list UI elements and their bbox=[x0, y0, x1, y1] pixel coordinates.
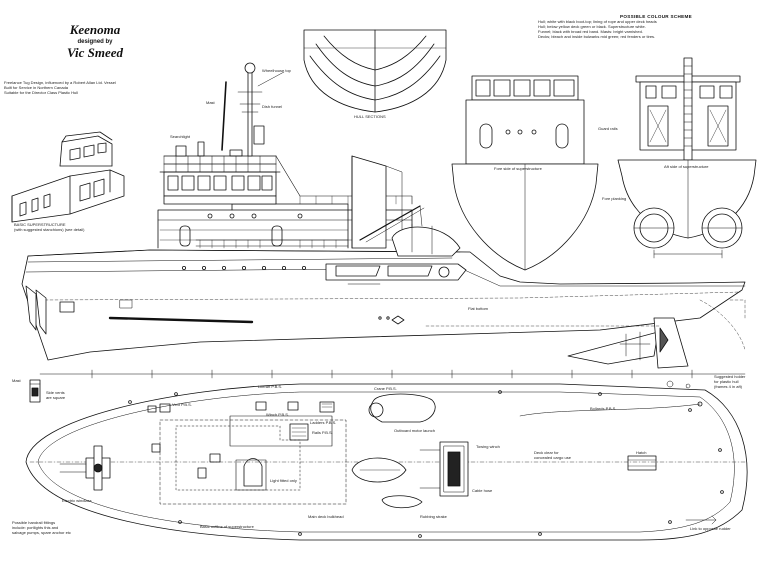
label-mast: Mast bbox=[206, 100, 215, 105]
colour-scheme-line: Decks; bleach and inside bulwarks mid gr… bbox=[538, 34, 656, 39]
colour-scheme-heading: POSSIBLE COLOUR SCHEME bbox=[620, 14, 692, 19]
title-block: Keenoma designed by Vic Smeed bbox=[40, 22, 150, 61]
description-line: Suitable for the Director Class Plastic … bbox=[4, 90, 79, 95]
hull-sections-drawing bbox=[303, 29, 447, 113]
label-hull-sections: HULL SECTIONS bbox=[354, 114, 386, 119]
label-light-fitted: Light fitted only bbox=[270, 478, 297, 483]
description-line: Freelance Tug Design, influenced by a Ro… bbox=[4, 80, 116, 85]
label-fore-side: Fore side of superstructure bbox=[494, 166, 542, 171]
label-liferaft: Liferaft P.B.S. bbox=[258, 384, 283, 389]
label-vent: Vent P.B.S. bbox=[172, 402, 192, 407]
label-bollards: Bollards P.B.S. bbox=[590, 406, 617, 411]
label-hatch: Hatch bbox=[636, 450, 647, 455]
colour-scheme-line: Funnel; black with broad red band. Masts… bbox=[538, 29, 643, 34]
profile-elevation bbox=[21, 62, 746, 379]
label-basic-superstructure: BASIC SUPERSTRUCTURE (with suggested sta… bbox=[14, 222, 85, 232]
label-outboard-launch: Outboard motor launch bbox=[394, 428, 435, 433]
plan-title: Keenoma bbox=[69, 22, 121, 37]
label-guard-rails: Guard rails bbox=[598, 126, 618, 131]
colour-scheme-block: POSSIBLE COLOUR SCHEME Hull; white with … bbox=[538, 14, 774, 39]
description-line: Built for Service in Northern Canada bbox=[4, 85, 69, 90]
label-link-to-rudder: Link to opposite rudder bbox=[690, 526, 731, 531]
mast-detail bbox=[29, 379, 41, 403]
label-winch: Winch P.B.S. bbox=[266, 412, 290, 417]
label-crane: Crane P.B.S. bbox=[374, 386, 397, 391]
label-flat-bottom: Flat bottom bbox=[468, 306, 489, 311]
label-aft-side: Aft side of superstructure bbox=[664, 164, 709, 169]
label-rubbing-strake: Rubbing strake bbox=[420, 514, 447, 519]
porthole-icon bbox=[685, 383, 691, 389]
label-dish-funnel: Dish funnel bbox=[262, 104, 283, 109]
designer-name: Vic Smeed bbox=[67, 45, 123, 60]
description-block: Freelance Tug Design, influenced by a Ro… bbox=[4, 80, 134, 95]
label-fore-planking: Fore planking bbox=[602, 196, 627, 201]
label-basic-outline: Basic outline of superstructure bbox=[200, 524, 254, 529]
label-suggested-holder: Suggested holder for plastic hull (frame… bbox=[714, 374, 746, 389]
basic-superstructure-perspective bbox=[11, 131, 125, 223]
label-wheelhouse-top: Wheelhouse top bbox=[262, 68, 291, 73]
label-ladders: Ladders P.B.S. bbox=[310, 420, 337, 425]
label-mast-detail: Mast bbox=[12, 378, 21, 383]
label-deck-clear: Deck clear for concealed cargo use bbox=[534, 450, 571, 460]
label-searchlight: Searchlight bbox=[170, 134, 191, 139]
designed-by: designed by bbox=[77, 39, 113, 45]
label-cable-hose: Cable hose bbox=[472, 488, 493, 493]
label-main-deck-bulkhead: Main deck bulkhead bbox=[308, 514, 344, 519]
label-towing-winch: Towing winch bbox=[476, 444, 500, 449]
label-possible-handrail: Possible handrail fittings include: port… bbox=[12, 520, 71, 535]
label-rails: Rails P.B.S. bbox=[312, 430, 333, 435]
deck-plan bbox=[25, 383, 748, 541]
label-side-vents: Side vents are square bbox=[46, 390, 66, 400]
hatch-icon bbox=[119, 299, 133, 309]
label-electric-windlass: Electric windlass bbox=[62, 498, 92, 503]
colour-scheme-line: Hull; below yellow deck green or black. … bbox=[538, 24, 646, 29]
bollard-icon bbox=[666, 380, 674, 388]
aft-side-elevation bbox=[617, 57, 757, 259]
fore-side-elevation bbox=[451, 75, 599, 271]
colour-scheme-line: Hull; white with black boot-top; lining … bbox=[538, 19, 657, 24]
